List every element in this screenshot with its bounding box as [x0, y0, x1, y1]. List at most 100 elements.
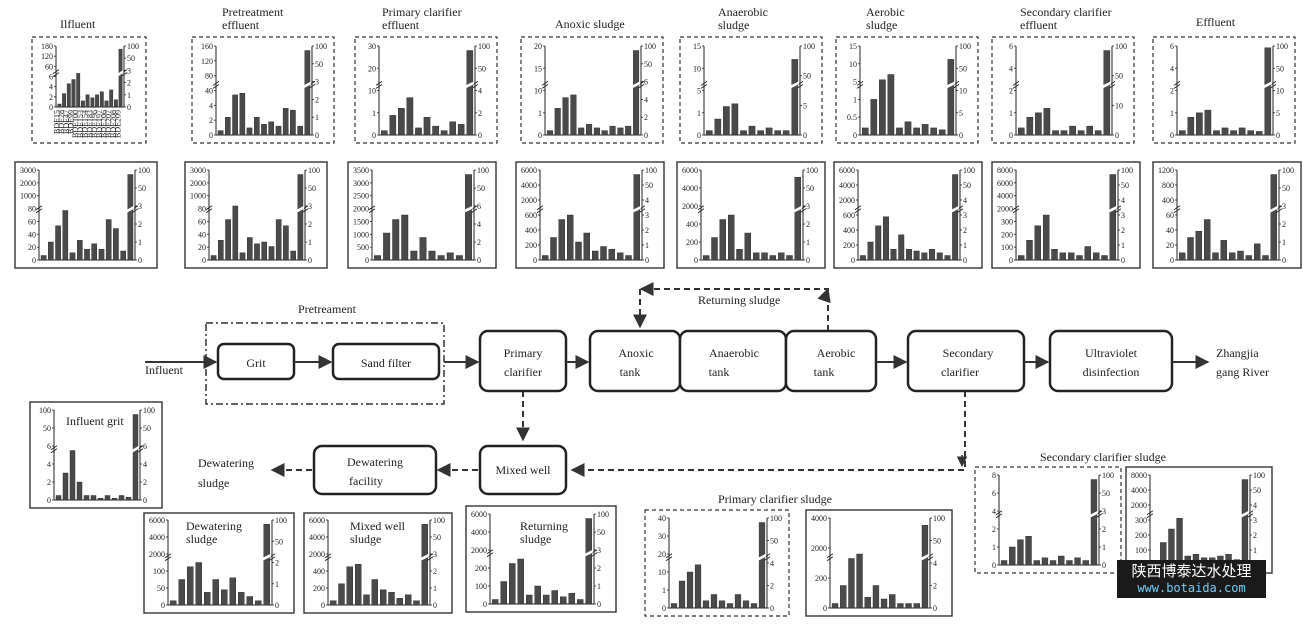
bar [1051, 248, 1058, 261]
bar [731, 103, 739, 136]
bar [1049, 560, 1057, 566]
bar [80, 100, 85, 108]
left-tick-label: 4 [47, 460, 51, 469]
axis-break [1012, 81, 1020, 89]
right-tick-label: 100 [308, 166, 320, 175]
right-tick-label: 2 [644, 113, 648, 122]
bar-break [126, 205, 134, 213]
bar [786, 255, 793, 261]
bar [363, 594, 370, 606]
bar [1052, 130, 1059, 136]
bar [1238, 127, 1246, 136]
right-tick-label: 50 [478, 64, 486, 73]
bar [769, 255, 776, 261]
bar [872, 585, 880, 609]
influent-label: Influent [145, 363, 184, 377]
chart-frame [835, 36, 979, 144]
bar [1237, 250, 1244, 261]
category-label: BDE15 [52, 110, 61, 134]
right-tick-label: 0 [645, 256, 649, 265]
right-tick-label: 2 [275, 559, 279, 568]
bar [575, 241, 582, 261]
aerobic-tank-box[interactable] [784, 329, 878, 393]
axis-break [164, 553, 172, 562]
left-tick-label: 6 [1170, 42, 1174, 51]
left-tick-label: 300 [1135, 516, 1147, 525]
right-tick-label: 2 [433, 567, 437, 576]
bar [1212, 252, 1219, 261]
right-tick-label: 100 [803, 42, 815, 51]
bar [1058, 555, 1065, 566]
right-tick-label: 50 [138, 184, 146, 193]
bar [562, 97, 569, 136]
bar [261, 124, 267, 136]
right-tick-label: 3 [315, 78, 319, 87]
right-tick-label: 100 [1282, 166, 1294, 175]
bar [95, 94, 100, 108]
chart-frame [805, 509, 953, 617]
bar [1270, 174, 1278, 261]
bar [702, 600, 710, 609]
bar [750, 603, 758, 609]
mixed-well-box[interactable] [478, 444, 568, 496]
right-tick-label: 1 [433, 584, 437, 593]
bar [670, 603, 678, 609]
anaerobic-tank-label-2: tank [709, 365, 730, 379]
right-tick-label: 100 [433, 516, 445, 525]
bar [929, 248, 935, 261]
bar [225, 219, 231, 261]
bar [757, 130, 764, 136]
returning-sludge-arrow-head [817, 287, 831, 304]
left-tick-label: 2000 [1131, 501, 1147, 510]
bar [578, 127, 585, 136]
left-tick-label: 20 [198, 243, 206, 252]
left-tick-label: 100 [1001, 243, 1013, 252]
axis-break [368, 205, 376, 214]
bar [71, 79, 76, 108]
left-tick-label: 0 [1009, 131, 1013, 140]
left-tick-label: 6000 [149, 516, 165, 525]
right-tick-label: 5 [1276, 109, 1280, 118]
uv-disinfection-box[interactable] [1048, 329, 1174, 393]
bar [880, 598, 888, 609]
chart-title: sludge [186, 532, 217, 546]
bar [290, 250, 297, 261]
left-tick-label: 1 [992, 543, 996, 552]
bar [1176, 518, 1183, 566]
bar [921, 252, 928, 261]
anoxic-tank-box[interactable] [588, 329, 682, 393]
right-tick-label: 0 [963, 256, 967, 265]
left-tick-label: 40 [198, 230, 206, 239]
bar [457, 124, 465, 136]
right-tick-label: 3 [308, 202, 312, 211]
category-label: BDE153 [76, 110, 85, 138]
bar [1187, 116, 1195, 136]
primary-clarifier-box[interactable] [478, 329, 568, 393]
bar [62, 210, 69, 261]
bar [1255, 131, 1263, 136]
bar [229, 577, 236, 606]
bar-break [1240, 510, 1249, 518]
bar [239, 252, 246, 261]
axis-break [541, 81, 549, 89]
bar [203, 592, 211, 606]
sand-filter-box[interactable] [331, 342, 441, 381]
left-tick-label: 15 [849, 42, 857, 51]
right-tick-label: 2 [315, 95, 319, 104]
chart-title: Secondary clarifier [1020, 5, 1112, 19]
right-tick-label: 2 [143, 478, 147, 487]
secondary-clarifier-box[interactable] [906, 329, 1026, 393]
left-tick-label: 50 [157, 584, 165, 593]
left-tick-label: 2 [47, 478, 51, 487]
left-tick-label: 2 [1170, 87, 1174, 96]
anaerobic-tank-box[interactable] [678, 329, 788, 393]
bar [867, 241, 874, 261]
axis-break [854, 205, 862, 214]
bar [753, 252, 760, 261]
bar-break [464, 205, 473, 213]
bar [1220, 239, 1228, 261]
left-tick-label: 60 [28, 217, 36, 226]
left-tick-label: 3000 [353, 179, 369, 188]
left-tick-label: 0 [992, 561, 996, 570]
dewatering-facility-box[interactable] [312, 444, 438, 496]
